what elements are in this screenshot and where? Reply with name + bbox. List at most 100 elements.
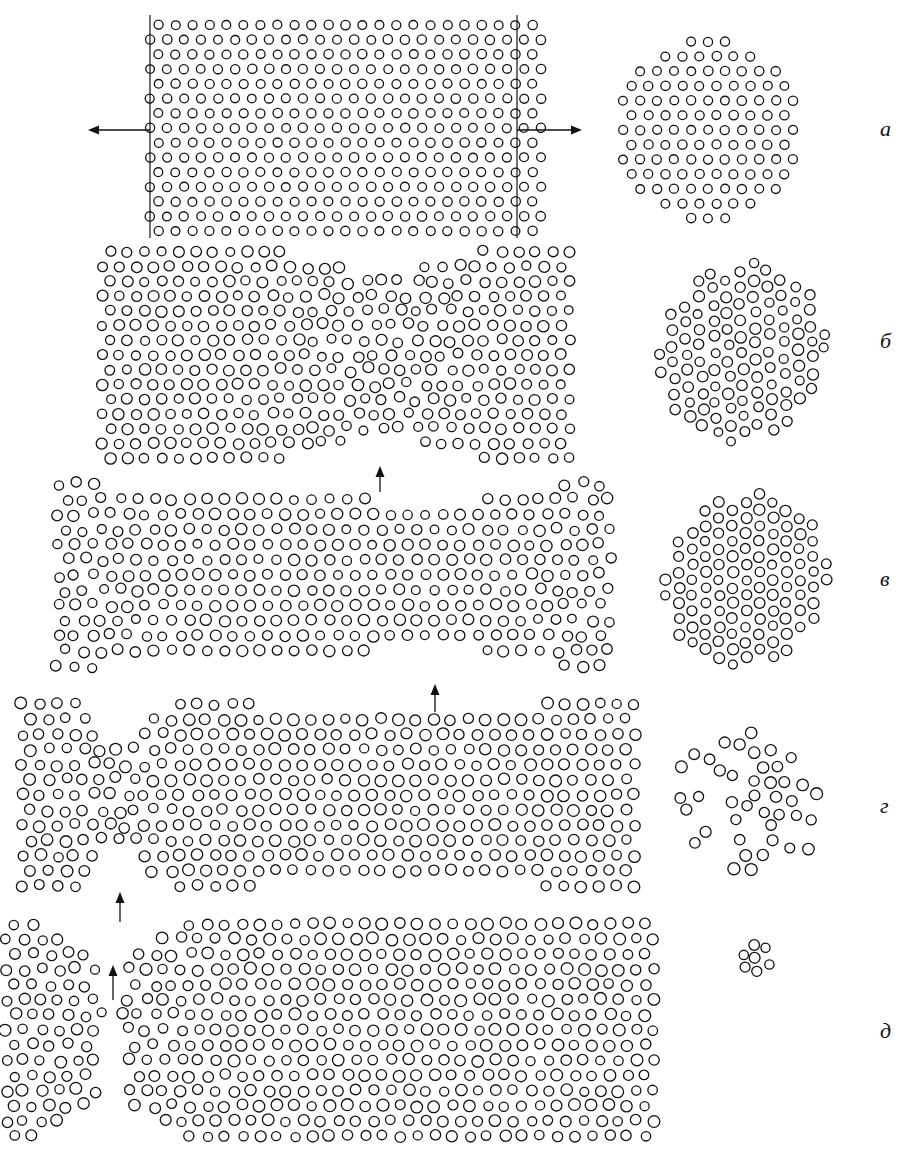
- atom: [578, 571, 588, 581]
- atom: [394, 584, 405, 595]
- atom: [35, 699, 45, 709]
- atom: [552, 867, 561, 876]
- atom: [494, 305, 505, 316]
- atom: [237, 645, 248, 656]
- atom: [714, 428, 723, 437]
- atom: [392, 197, 401, 206]
- atom: [569, 555, 579, 565]
- atom: [34, 790, 44, 800]
- atom: [166, 716, 177, 727]
- atom: [217, 379, 228, 390]
- atom: [576, 729, 586, 739]
- atom: [375, 835, 386, 846]
- atom: [130, 439, 140, 449]
- atom: [745, 864, 757, 876]
- atom: [524, 510, 534, 520]
- atom: [254, 555, 263, 564]
- atom: [728, 660, 737, 669]
- atom: [298, 153, 307, 162]
- atom: [187, 948, 196, 957]
- atom: [308, 918, 318, 928]
- atom: [184, 555, 193, 564]
- atom: [94, 775, 104, 785]
- atom: [156, 364, 166, 374]
- atom: [79, 866, 90, 877]
- atom: [437, 381, 447, 391]
- atom: [181, 350, 192, 361]
- atom: [438, 569, 449, 580]
- atom: [307, 79, 316, 88]
- atom: [532, 805, 543, 816]
- atom: [779, 354, 788, 363]
- atom: [253, 525, 264, 536]
- atom: [497, 366, 506, 375]
- atom: [547, 365, 558, 376]
- atom: [91, 965, 100, 974]
- atom: [472, 761, 481, 770]
- atom: [806, 383, 816, 393]
- atom: [263, 631, 273, 641]
- atom: [439, 408, 450, 419]
- atom: [749, 790, 760, 801]
- atom: [185, 494, 196, 505]
- atom: [653, 125, 662, 134]
- atom: [305, 745, 315, 755]
- atom: [788, 96, 797, 105]
- atom: [735, 282, 745, 292]
- atom: [219, 525, 229, 535]
- atom: [38, 963, 48, 973]
- atom: [536, 212, 545, 221]
- atom: [222, 109, 231, 118]
- atom: [207, 452, 217, 462]
- atom: [498, 616, 508, 626]
- atom: [154, 168, 163, 177]
- atom: [455, 259, 466, 270]
- atom: [735, 267, 745, 277]
- atom: [750, 354, 761, 365]
- atom: [674, 598, 685, 609]
- atom: [133, 494, 143, 504]
- atom: [780, 170, 789, 179]
- atom: [445, 715, 455, 725]
- atom: [173, 276, 183, 286]
- atom: [332, 212, 341, 221]
- atom: [326, 305, 336, 315]
- atom: [324, 80, 333, 89]
- atom: [263, 850, 274, 861]
- atom: [429, 554, 440, 565]
- atom: [755, 614, 765, 624]
- atom: [236, 746, 246, 756]
- atom: [254, 745, 264, 755]
- atom: [89, 757, 100, 768]
- atom: [491, 630, 501, 640]
- atom: [315, 599, 326, 610]
- atom: [426, 21, 435, 30]
- atom: [491, 599, 502, 610]
- atom: [165, 775, 177, 787]
- atom: [411, 615, 422, 626]
- atom: [417, 35, 426, 44]
- atom: [613, 729, 623, 739]
- atom: [661, 111, 670, 120]
- atom: [701, 566, 712, 577]
- atom: [452, 123, 461, 132]
- atom: [392, 226, 401, 235]
- atom: [198, 379, 209, 390]
- atom: [595, 933, 606, 944]
- atom: [439, 510, 448, 519]
- atom: [474, 630, 484, 640]
- atom: [307, 645, 317, 655]
- atom: [26, 836, 36, 846]
- atom: [184, 774, 195, 785]
- atom: [275, 393, 284, 402]
- atom: [307, 227, 316, 236]
- atom: [235, 866, 246, 877]
- atom: [418, 65, 427, 74]
- atom: [435, 124, 444, 133]
- atom: [622, 835, 631, 844]
- atom: [376, 713, 387, 724]
- atom: [290, 496, 299, 505]
- atom: [420, 761, 430, 771]
- atom: [239, 138, 248, 147]
- atom: [561, 570, 570, 579]
